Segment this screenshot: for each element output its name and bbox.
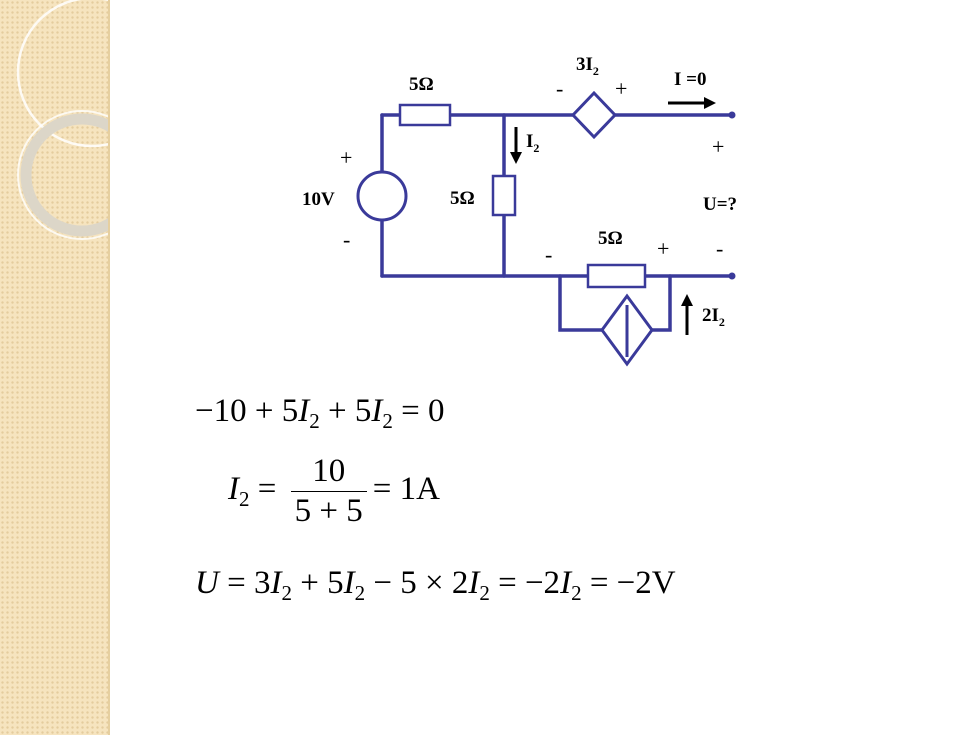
voltage-var-4: I	[560, 565, 572, 601]
label-output-voltage: U=?	[703, 194, 737, 215]
kvl-var-1: I	[298, 393, 310, 429]
source-plus-sign: +	[340, 145, 352, 170]
resistor-middle	[491, 174, 517, 217]
voltage-lhs: U	[195, 565, 219, 601]
kvl-part-2: + 5	[319, 393, 372, 429]
label-source-voltage: 10V	[302, 189, 335, 210]
label-resistor-middle: 5Ω	[450, 188, 475, 209]
current-lhs-sub: 2	[239, 487, 250, 512]
terminal-bottom	[728, 272, 736, 280]
label-dependent-voltage: 3I2	[576, 54, 599, 78]
fraction-denominator: 5 + 5	[294, 493, 363, 529]
voltage-part-5: = −2V	[581, 565, 676, 601]
kvl-var-2: I	[371, 393, 383, 429]
kvl-sub-2: 2	[382, 409, 393, 433]
output-plus-sign: +	[712, 134, 724, 159]
resistor-top	[398, 103, 452, 127]
label-output-current: I =0	[674, 69, 706, 90]
voltage-part-1: = 3	[218, 565, 271, 601]
current-result: = 1A	[372, 471, 440, 508]
dep-voltage-minus-sign: -	[556, 76, 563, 101]
decorative-side-panel	[0, 0, 110, 735]
voltage-sub-4: 2	[571, 581, 582, 605]
voltage-var-1: I	[270, 565, 282, 601]
resistor-bottom	[586, 263, 647, 289]
current-equals: =	[249, 471, 285, 508]
current-lhs: I	[228, 471, 239, 508]
voltage-sub-1: 2	[281, 581, 292, 605]
label-resistor-top: 5Ω	[409, 74, 434, 95]
dependent-voltage-source	[570, 90, 618, 140]
label-current-i2: I2	[526, 131, 539, 155]
kvl-part-1: −10 + 5	[195, 393, 299, 429]
voltage-part-2: + 5	[291, 565, 344, 601]
decor-ring-large	[16, 0, 108, 148]
wire-loop-right	[650, 274, 672, 332]
equation-kvl: −10 + 5I2 + 5I2 = 0	[195, 393, 445, 432]
voltage-var-2: I	[343, 565, 355, 601]
decor-ring-grey	[20, 113, 108, 237]
voltage-source	[356, 170, 408, 222]
dep-voltage-plus-sign: +	[615, 76, 627, 101]
bottom-resistor-plus-sign: +	[657, 236, 669, 261]
terminal-top	[728, 111, 736, 119]
output-minus-sign: -	[716, 236, 723, 261]
fraction-numerator: 10	[290, 455, 367, 492]
voltage-part-4: = −2	[489, 565, 561, 601]
kvl-sub-1: 2	[309, 409, 320, 433]
circuit-diagram: 5Ω 5Ω 5Ω 10V + - I2 3I2 - + I =0 + U=? -…	[302, 54, 737, 367]
label-resistor-bottom: 5Ω	[598, 228, 623, 249]
source-minus-sign: -	[343, 227, 350, 252]
kvl-part-3: = 0	[392, 393, 445, 429]
decorative-rings	[16, 0, 108, 240]
voltage-var-3: I	[468, 565, 480, 601]
wire-loop-left	[558, 274, 604, 332]
decor-ring-outline	[17, 110, 108, 240]
equation-voltage: U = 3I2 + 5I2 − 5 × 2I2 = −2I2 = −2V	[195, 565, 676, 604]
bottom-resistor-minus-sign: -	[545, 242, 552, 267]
voltage-sub-2: 2	[354, 581, 366, 605]
voltage-part-3: − 5 × 2	[365, 565, 469, 601]
voltage-sub-3: 2	[479, 581, 490, 605]
label-dependent-current: 2I2	[702, 305, 725, 329]
